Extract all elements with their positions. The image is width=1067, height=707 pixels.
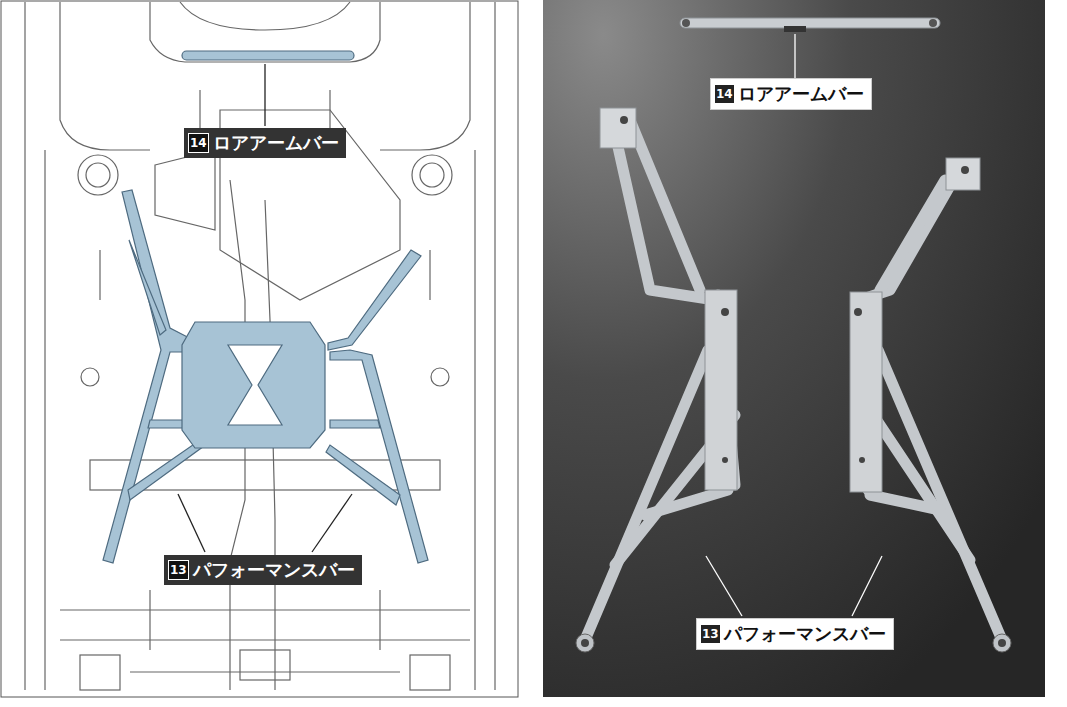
right-panel bbox=[543, 0, 1045, 697]
callout-number: 14 bbox=[188, 133, 209, 153]
part-callout: 13パフォーマンスバー bbox=[164, 555, 362, 585]
part-callout: 13パフォーマンスバー bbox=[696, 618, 894, 650]
product-photo bbox=[576, 18, 1011, 652]
part-name: パフォーマンスバー bbox=[724, 622, 886, 646]
center-plate-cutout bbox=[228, 345, 282, 425]
part-callout: 14ロアアームバー bbox=[710, 78, 872, 110]
leader-lines-right bbox=[706, 34, 882, 616]
callout-number: 13 bbox=[701, 625, 720, 643]
part-name: ロアアームバー bbox=[738, 82, 864, 106]
part-name: パフォーマンスバー bbox=[193, 558, 355, 582]
underbody-drawing bbox=[25, 2, 495, 690]
highlighted-bars bbox=[103, 51, 428, 563]
callout-number: 14 bbox=[715, 85, 734, 103]
callout-number: 13 bbox=[168, 560, 189, 580]
part-callout: 14ロアアームバー bbox=[184, 128, 346, 158]
part-name: ロアアームバー bbox=[213, 131, 339, 155]
left-panel bbox=[1, 1, 518, 697]
leader-lines bbox=[178, 64, 352, 552]
